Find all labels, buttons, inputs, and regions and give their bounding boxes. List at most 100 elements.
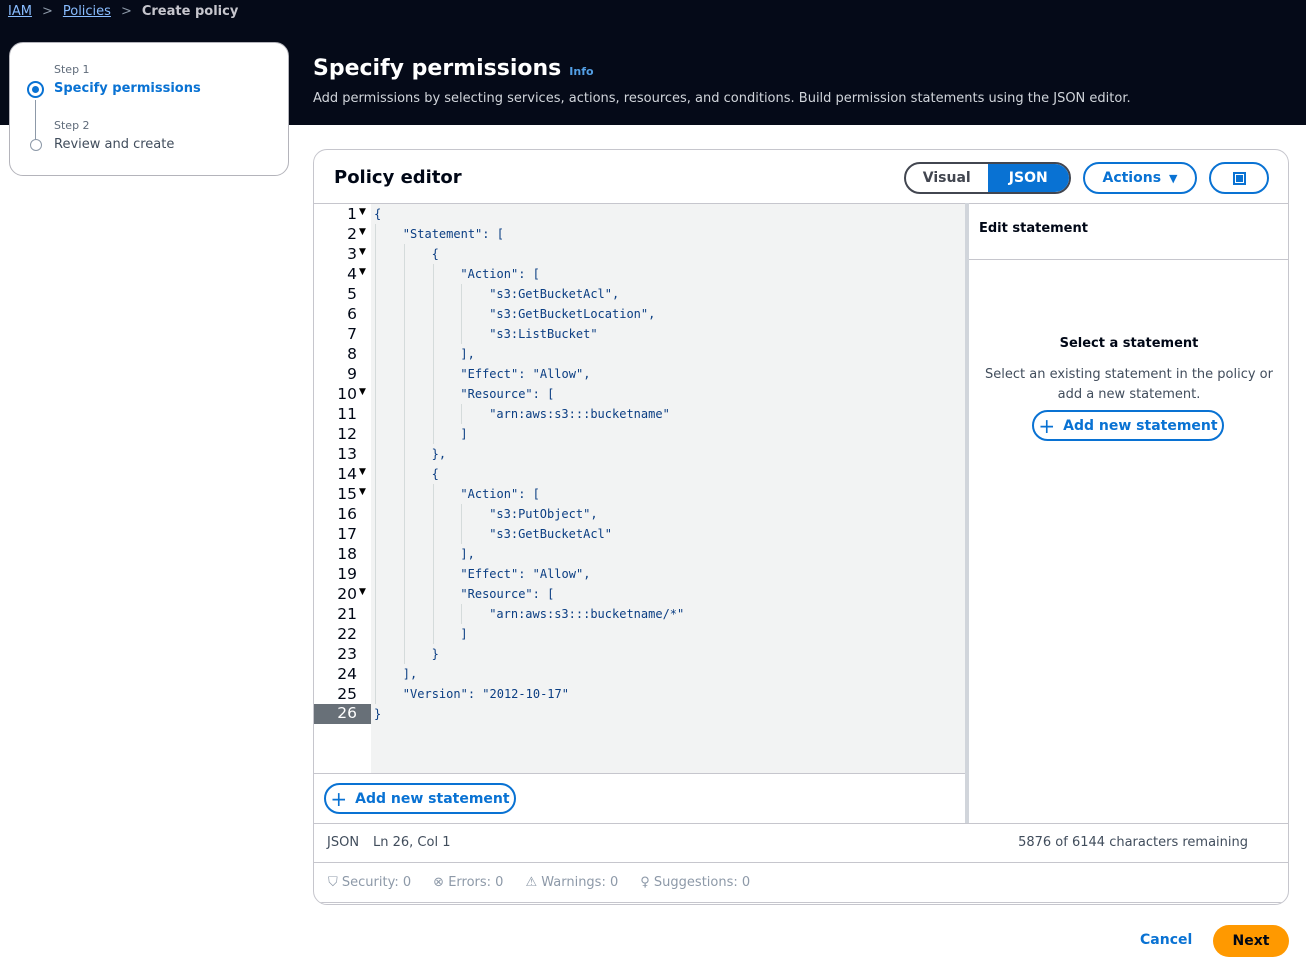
code-line[interactable]: 6"s3:GetBucketLocation", — [314, 304, 965, 324]
code-line[interactable]: 11"arn:aws:s3:::bucketname" — [314, 404, 965, 424]
indent-guide — [432, 384, 434, 404]
fold-toggle-icon[interactable]: ▼ — [359, 487, 366, 497]
chevron-right-icon: > — [120, 4, 132, 19]
code-text: } — [374, 707, 382, 721]
line-number: 21 — [337, 605, 357, 623]
code-line[interactable]: 12] — [314, 424, 965, 444]
code-line[interactable]: 1▼{ — [314, 204, 965, 224]
fold-toggle-icon[interactable]: ▼ — [359, 267, 366, 277]
indent-guide — [375, 624, 376, 644]
line-number: 8 — [347, 345, 357, 363]
indent-guide — [375, 264, 376, 284]
line-number: 4 — [347, 265, 357, 283]
fold-toggle-icon[interactable]: ▼ — [359, 207, 366, 217]
code-line[interactable]: 3▼{ — [314, 244, 965, 264]
empty-state-title: Select a statement — [1059, 336, 1199, 351]
plus-icon: + — [1038, 413, 1056, 438]
side-add-statement-button[interactable]: +Add new statement — [1032, 410, 1224, 441]
panel-resize-handle[interactable] — [965, 203, 969, 823]
info-link[interactable]: Info — [569, 65, 594, 78]
indent-guide — [403, 364, 405, 384]
add-statement-row: +Add new statement — [314, 773, 965, 823]
code-text: ], — [460, 547, 475, 561]
code-line[interactable]: 13}, — [314, 444, 965, 464]
indent-guide — [403, 484, 405, 504]
code-line[interactable]: 9"Effect": "Allow", — [314, 364, 965, 384]
indent-guide — [375, 664, 376, 684]
code-line[interactable]: 19"Effect": "Allow", — [314, 564, 965, 584]
json-mode-button[interactable]: JSON — [987, 164, 1069, 192]
code-line[interactable]: 25"Version": "2012-10-17" — [314, 684, 965, 704]
indent-guide — [403, 644, 405, 664]
code-line[interactable]: 7"s3:ListBucket" — [314, 324, 965, 344]
code-text: { — [374, 207, 382, 221]
code-line[interactable]: 26} — [314, 704, 965, 724]
code-line[interactable]: 4▼ "Action": [ — [314, 264, 965, 284]
code-text: "arn:aws:s3:::bucketname/*" — [489, 607, 685, 621]
code-text: }, — [431, 447, 447, 461]
line-number: 26 — [314, 704, 371, 724]
indent-guide — [432, 284, 434, 304]
visual-mode-button[interactable]: Visual — [922, 170, 971, 186]
indent-guide — [461, 284, 463, 304]
indent-guide — [403, 284, 405, 304]
indent-guide — [432, 424, 434, 444]
code-line[interactable]: 21 "arn:aws:s3:::bucketname/*" — [314, 604, 965, 624]
indent-guide — [432, 604, 434, 624]
fold-toggle-icon[interactable]: ▼ — [359, 227, 366, 237]
indent-guide — [403, 444, 405, 464]
code-line[interactable]: 2▼"Statement": [ — [314, 224, 965, 244]
cancel-button[interactable]: Cancel — [1140, 932, 1193, 948]
page-title-text: Specify permissions — [313, 56, 562, 81]
code-line[interactable]: 22] — [314, 624, 965, 644]
errors-tab[interactable]: ⊗ Errors: 0 — [433, 875, 503, 890]
code-line[interactable]: 16"s3:PutObject", — [314, 504, 965, 524]
lightbulb-icon: ♀ — [640, 875, 650, 890]
fold-toggle-icon[interactable]: ▼ — [359, 387, 366, 397]
indent-guide — [403, 244, 405, 264]
fold-toggle-icon[interactable]: ▼ — [359, 247, 366, 257]
code-line[interactable]: 20▼"Resource": [ — [314, 584, 965, 604]
fold-toggle-icon[interactable]: ▼ — [359, 587, 366, 597]
indent-guide — [432, 364, 434, 384]
code-line[interactable]: 18], — [314, 544, 965, 564]
indent-guide — [461, 604, 463, 624]
suggestions-tab[interactable]: ♀ Suggestions: 0 — [640, 875, 750, 890]
caret-down-icon: ▼ — [1169, 171, 1178, 185]
code-text: "Action": [ — [460, 267, 540, 281]
breadcrumb: IAM > Policies > Create policy — [8, 4, 238, 19]
security-tab[interactable]: ⛉ Security: 0 — [328, 875, 411, 890]
step-1-name[interactable]: Specify permissions — [54, 81, 201, 96]
breadcrumb-iam[interactable]: IAM — [8, 4, 32, 19]
indent-guide — [403, 304, 405, 324]
shield-icon: ⛉ — [328, 875, 338, 890]
code-text: "s3:GetBucketAcl", — [489, 287, 620, 301]
json-code-editor[interactable]: 1▼{2▼"Statement": [3▼{4▼"Action": [5"s3:… — [314, 203, 965, 774]
code-line[interactable]: 8], — [314, 344, 965, 364]
line-number: 2 — [347, 225, 357, 243]
add-statement-button[interactable]: +Add new statement — [324, 783, 516, 814]
code-line[interactable]: 15▼"Action": [ — [314, 484, 965, 504]
step-1-active-icon — [27, 81, 44, 98]
fullscreen-button[interactable] — [1209, 162, 1269, 194]
warnings-tab[interactable]: ⚠ Warnings: 0 — [525, 875, 618, 890]
empty-state-description: Select an existing statement in the poli… — [985, 367, 1273, 402]
actions-dropdown[interactable]: Actions▼ — [1083, 162, 1197, 194]
code-line[interactable]: 10▼"Resource": [ — [314, 384, 965, 404]
indent-guide — [432, 264, 434, 284]
line-number: 7 — [347, 325, 357, 343]
code-line[interactable]: 14▼{ — [314, 464, 965, 484]
breadcrumb-policies[interactable]: Policies — [62, 4, 111, 19]
next-button[interactable]: Next — [1213, 925, 1289, 957]
code-line[interactable]: 17"s3:GetBucketAcl" — [314, 524, 965, 544]
line-number: 23 — [337, 645, 357, 663]
code-text: "Resource": [ — [460, 387, 555, 401]
editor-status-bar: JSON Ln 26, Col 1 5876 of 6144 character… — [314, 823, 1288, 863]
status-language: JSON — [327, 835, 360, 850]
code-line[interactable]: 23} — [314, 644, 965, 664]
code-area[interactable] — [371, 204, 965, 774]
code-text: ] — [460, 627, 468, 641]
code-line[interactable]: 24], — [314, 664, 965, 684]
code-line[interactable]: 5"s3:GetBucketAcl", — [314, 284, 965, 304]
fold-toggle-icon[interactable]: ▼ — [359, 467, 366, 477]
